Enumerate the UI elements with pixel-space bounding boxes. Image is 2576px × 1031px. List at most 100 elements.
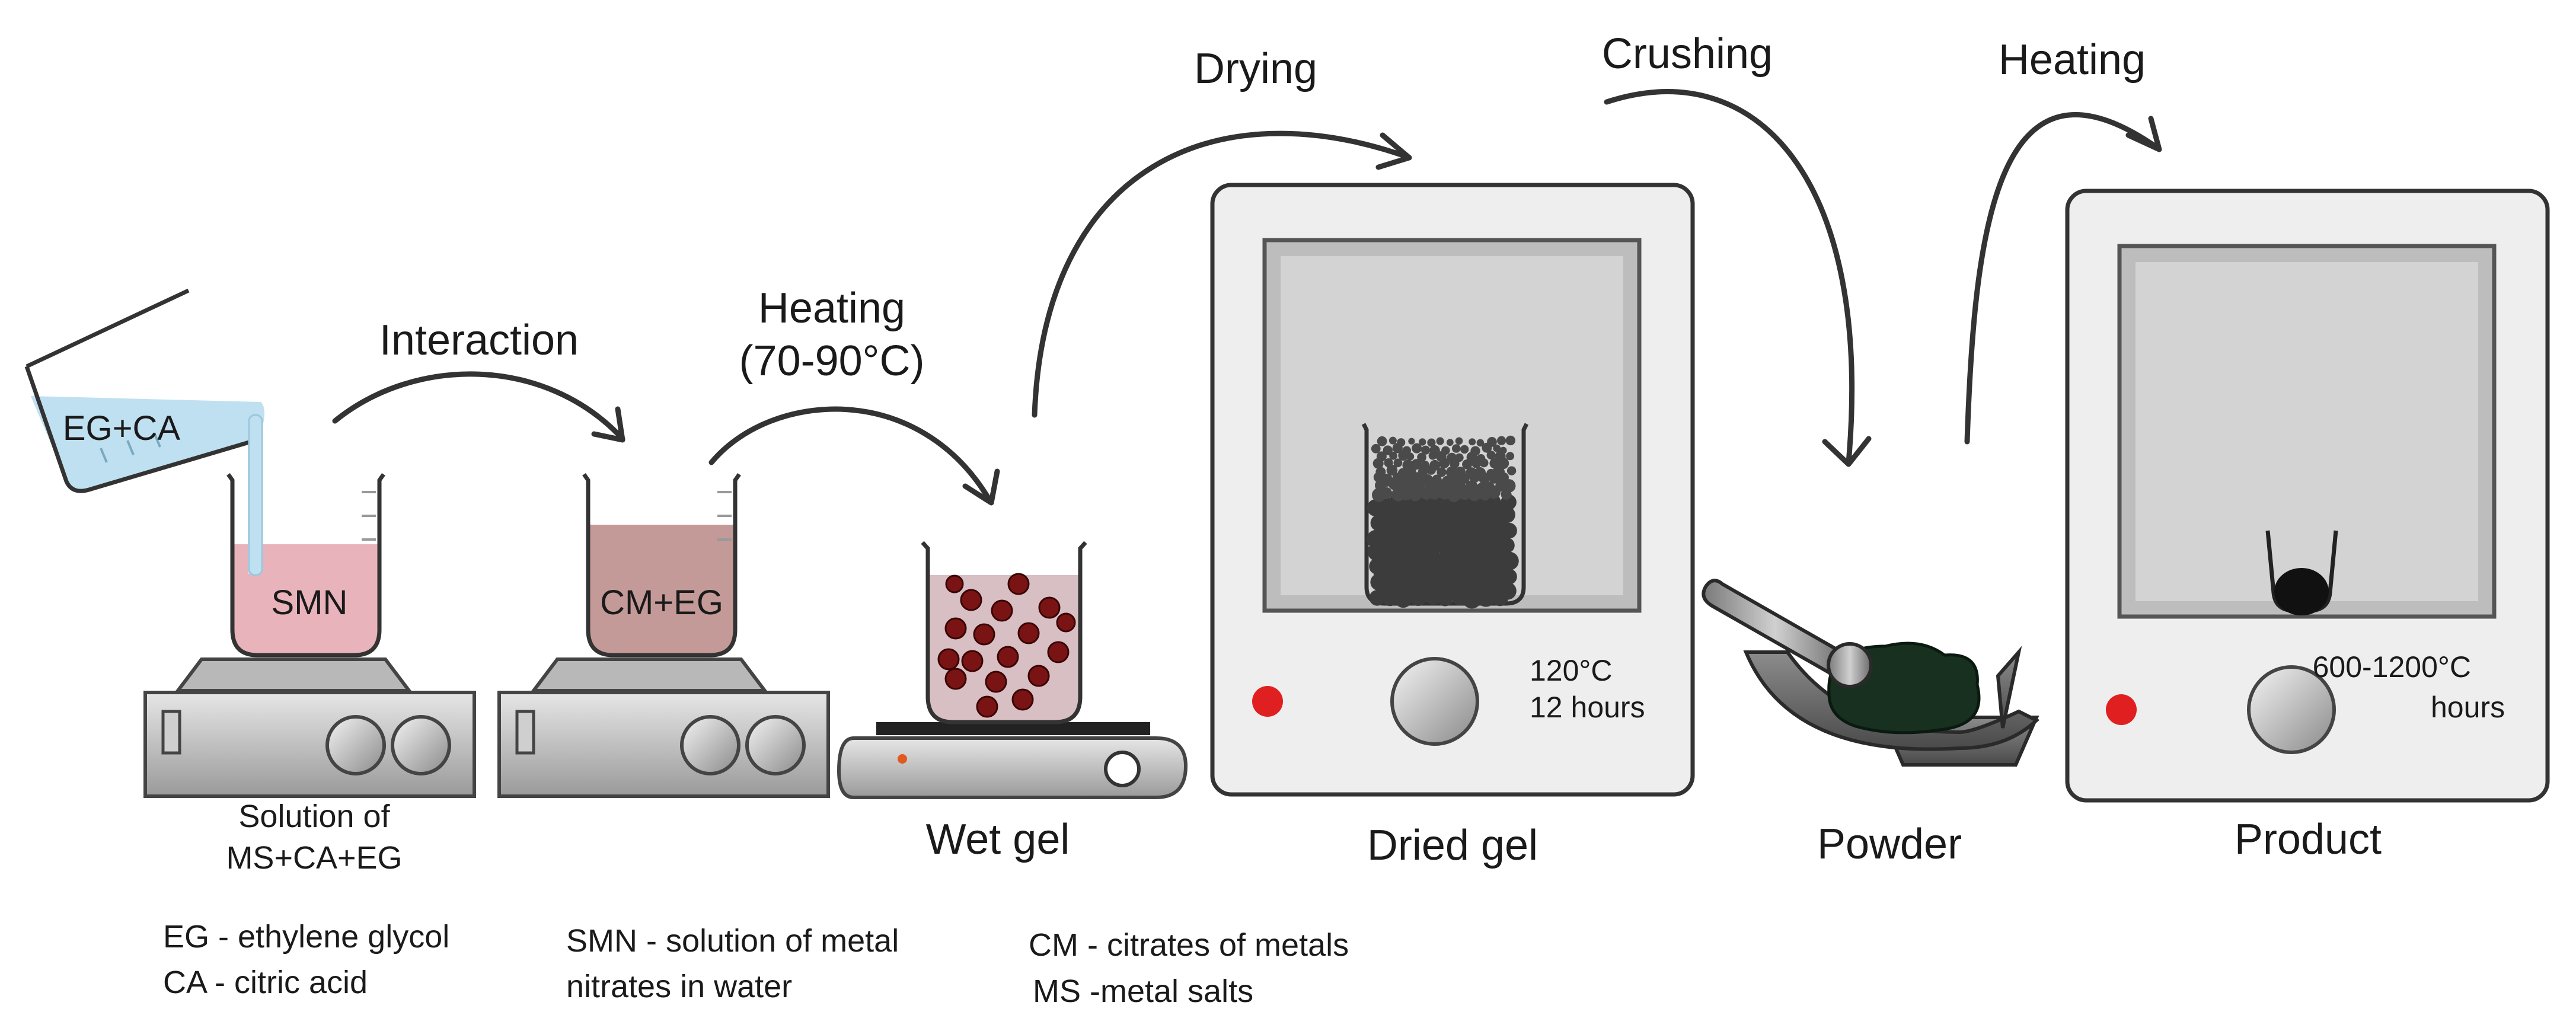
legend-ca: CA - citric acid (163, 965, 368, 1000)
dried-gel-granule (1487, 437, 1497, 447)
gel-beads (937, 573, 1076, 718)
dried-gel-granule (1408, 438, 1415, 445)
dried-gel-granule (1420, 460, 1429, 470)
dried-gel-granule (1489, 458, 1500, 469)
dried-gel-granule (1429, 445, 1440, 456)
arrow-drying (1032, 130, 1412, 418)
arrow-heating-2 (1964, 112, 2162, 445)
legend-ms: MS -metal salts (1033, 973, 1253, 1009)
pouring-beaker-eg-ca: EG+CA (24, 288, 264, 576)
dried-gel-granule (1455, 453, 1464, 462)
dried-beads (1367, 435, 1519, 609)
stirrer-knob-icon (391, 715, 451, 775)
beaker-dried-gel (1361, 423, 1529, 609)
dried-gel-granule (1388, 436, 1397, 445)
dried-gel-granule (1447, 452, 1457, 463)
dried-gel-granule (1441, 446, 1450, 455)
dried-gel-granule (1376, 451, 1387, 462)
step-heating-label: Heating (758, 285, 905, 332)
legend-smn-line1: SMN - solution of metal (566, 923, 899, 959)
dried-gel-granule (1493, 444, 1501, 452)
dried-gel-granule (1397, 468, 1409, 478)
dried-gel-granule (1432, 474, 1442, 484)
stirrer-knob-icon (325, 715, 386, 775)
oven-indicator-icon (1252, 686, 1283, 717)
solution-caption-line2: MS+CA+EG (226, 840, 402, 876)
arrow-crushing (1604, 89, 1872, 467)
dried-gel-granule (1455, 437, 1463, 445)
beaker-smn: SMN (226, 473, 385, 657)
abbreviation-legend: EG - ethylene glycol CA - citric acid SM… (163, 919, 1349, 1009)
dried-gel-granule (1452, 444, 1461, 453)
dried-gel-granule (1506, 452, 1515, 461)
step-heating-temp-label: (70-90°C) (739, 337, 925, 385)
dried-gel-granule (1505, 435, 1515, 446)
legend-cm: CM - citrates of metals (1029, 927, 1349, 963)
smn-beaker-label: SMN (272, 583, 348, 622)
dried-gel-granule (1499, 446, 1507, 454)
dried-gel-granule (1402, 459, 1414, 471)
oven-1-time: 12 hours (1530, 691, 1645, 724)
dried-gel-granule (1447, 489, 1461, 502)
dried-gel-granule (1419, 438, 1426, 446)
magnetic-stirrer-2 (497, 657, 830, 798)
dried-gel-caption: Dried gel (1367, 822, 1538, 869)
dried-gel-granule (1460, 445, 1469, 454)
legend-eg: EG - ethylene glycol (163, 919, 449, 955)
dried-gel-granule (1386, 464, 1398, 476)
dried-gel-granule (1446, 439, 1454, 446)
powder-caption: Powder (1817, 821, 1962, 868)
dried-gel-granule (1393, 458, 1403, 468)
solution-caption-line1: Solution of (238, 799, 390, 834)
magnetic-stirrer-1 (143, 657, 476, 798)
dried-gel-granule (1437, 467, 1447, 477)
dried-gel-granule (1445, 466, 1458, 478)
dried-gel-granule (1412, 443, 1422, 454)
dried-gel-granule (1486, 451, 1496, 460)
dried-gel-granule (1371, 443, 1381, 454)
arrow-interaction (332, 371, 625, 443)
dried-gel-granule (1377, 436, 1387, 446)
dried-gel-granule (1383, 445, 1393, 455)
dried-gel-granule (1483, 481, 1495, 493)
calcination-oven: 600-1200°C hours (2065, 189, 2550, 803)
dried-gel-granule (1492, 465, 1505, 478)
beaker-cm-eg: CM+EG (582, 473, 741, 657)
pour-beaker-label: EG+CA (63, 409, 181, 448)
oven-knob-icon (2247, 665, 2336, 754)
mortar-and-pestle (1702, 579, 2040, 767)
oven-2-time: hours (2431, 691, 2505, 724)
dried-gel-granule (1476, 439, 1485, 447)
stirrer-knob-icon (680, 715, 740, 775)
oven-indicator-icon (2106, 694, 2137, 725)
step-crushing-label: Crushing (1602, 30, 1773, 78)
step-interaction-label: Interaction (379, 317, 579, 364)
beaker-wet-gel (921, 541, 1087, 724)
stirrer-switch-icon (161, 710, 181, 755)
dried-gel-granule (1397, 438, 1406, 447)
dried-gel-granule (1380, 474, 1393, 487)
dried-gel-granule (1417, 452, 1426, 462)
arrow-heating-1 (708, 406, 1000, 506)
hot-plate-knob-icon (1104, 751, 1141, 787)
dried-gel-granule (1427, 438, 1436, 447)
product-caption: Product (2235, 816, 2382, 863)
cm-eg-beaker-label: CM+EG (600, 583, 723, 622)
dried-gel-granule (1470, 446, 1480, 456)
wet-gel-caption: Wet gel (926, 816, 1070, 863)
dried-gel-granule (1384, 458, 1393, 468)
hot-plate (837, 722, 1188, 799)
dried-gel-granule (1442, 475, 1452, 486)
dried-gel-granule (1411, 459, 1422, 470)
oven-knob-icon (1390, 657, 1479, 746)
dried-gel-granule (1477, 454, 1486, 463)
dried-gel-granule (1421, 474, 1434, 487)
step-drying-label: Drying (1194, 45, 1317, 92)
dried-gel-granule (1469, 438, 1476, 446)
step-heating-2-label: Heating (1999, 36, 2146, 84)
dried-gel-granule (1506, 466, 1517, 475)
dried-gel-granule (1465, 480, 1478, 493)
dried-gel-granule (1429, 459, 1441, 471)
dried-gel-granule (1454, 467, 1466, 478)
dried-gel-granule (1421, 445, 1431, 455)
